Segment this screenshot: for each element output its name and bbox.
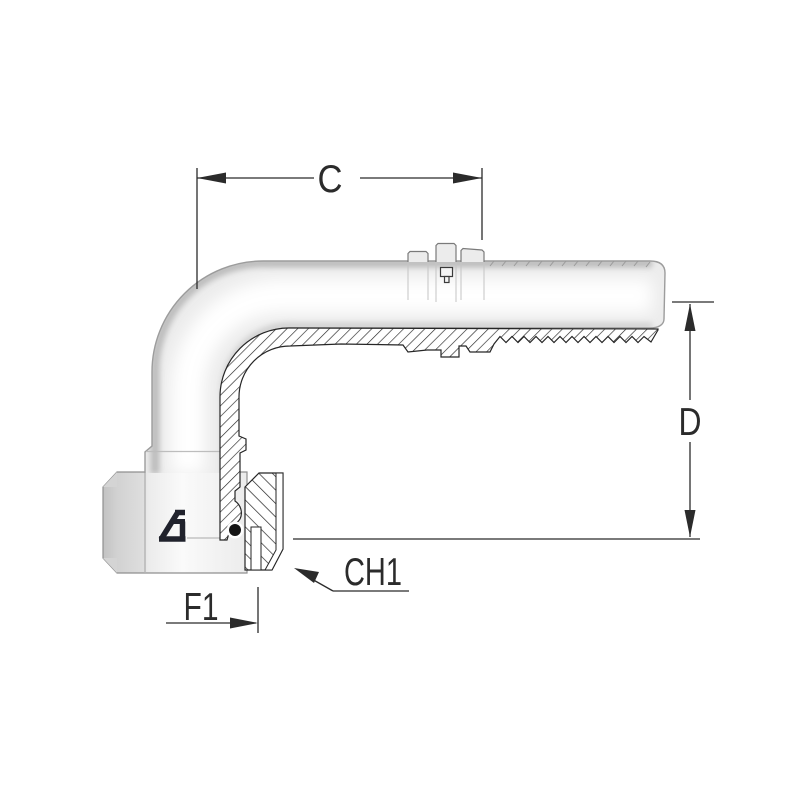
dim-label-d: D	[679, 401, 702, 444]
collar-pin-detail	[439, 266, 454, 284]
thread-relief-slot	[250, 526, 262, 571]
dim-c	[196, 168, 483, 289]
hose-tail-collar	[407, 242, 485, 262]
dim-label-c: C	[318, 158, 343, 201]
section-nut-block	[244, 472, 284, 571]
section-sleeve	[219, 327, 659, 541]
dim-f1	[166, 587, 259, 633]
hose-tail-serrations	[489, 260, 651, 268]
o-ring	[226, 521, 244, 539]
chamfer-face	[264, 472, 284, 571]
collar-groove-lines	[407, 262, 485, 302]
dim-label-ch1: CH1	[344, 551, 402, 594]
elbow-tube	[144, 260, 666, 473]
manufacturer-logo	[158, 509, 186, 542]
dim-d	[293, 301, 714, 540]
leader-ch1	[294, 568, 409, 592]
dim-label-f1: F1	[184, 586, 219, 629]
